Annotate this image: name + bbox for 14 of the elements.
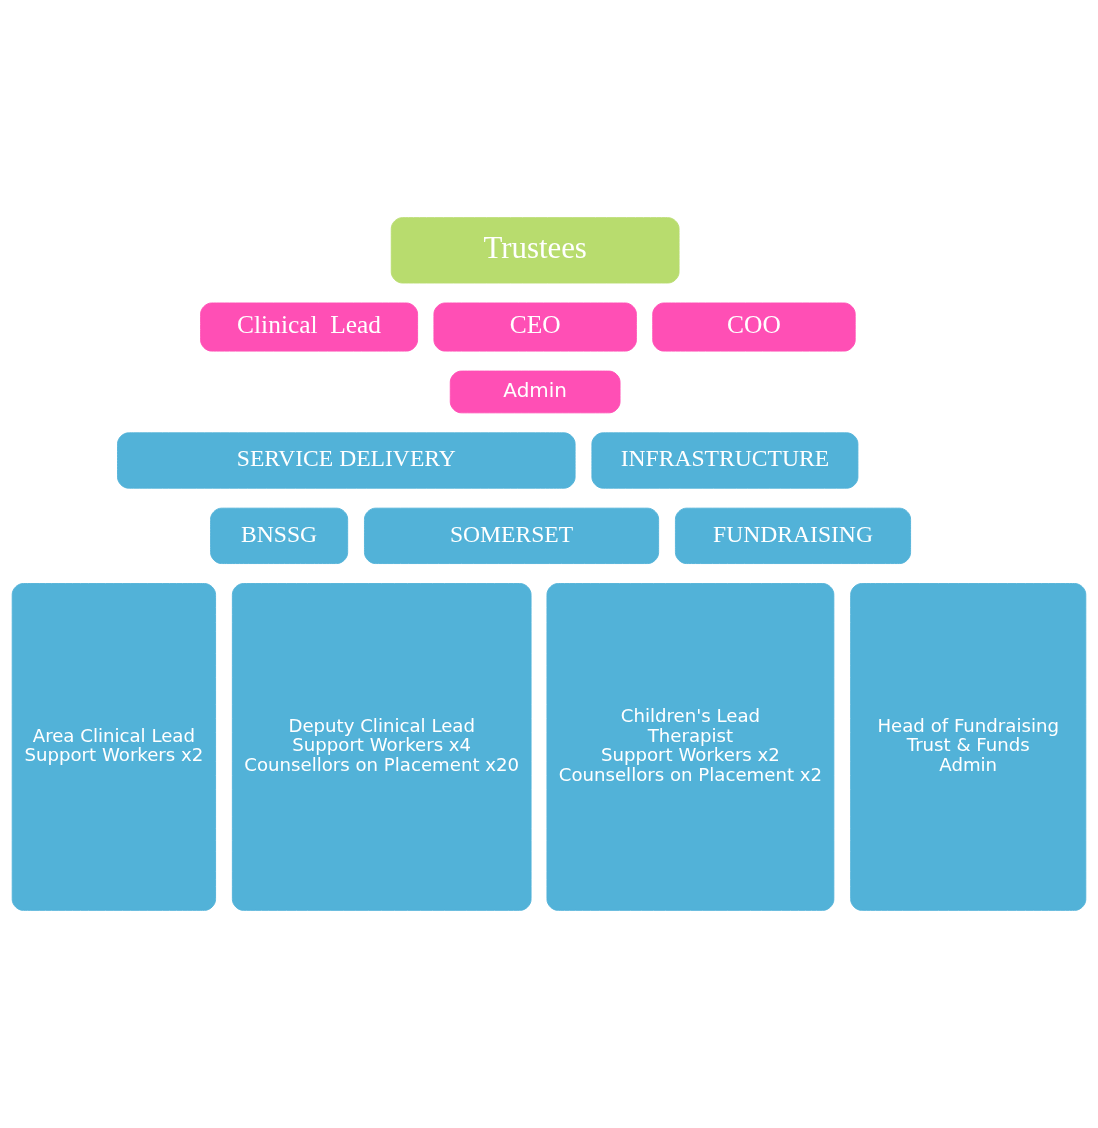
node-box: Clinical Lead	[200, 302, 419, 352]
node-box: BNSSG	[210, 507, 349, 564]
node-box: CEO	[433, 302, 637, 352]
node-box: Head of Fundraising Trust & Funds Admin	[850, 583, 1087, 911]
node-box: Trustees	[390, 217, 680, 284]
node-box: Area Clinical Lead Support Workers x2	[11, 583, 217, 911]
node-box: FUNDRAISING	[674, 507, 912, 564]
node-box: Deputy Clinical Lead Support Workers x4 Counsellors on Placement x20	[231, 583, 532, 911]
node-box: INFRASTRUCTURE	[591, 432, 859, 489]
node-box: SOMERSET	[364, 507, 660, 564]
node-box: SERVICE DELIVERY	[117, 432, 576, 489]
node-box: Children's Lead Therapist Support Workers x2 Counsellors on Placement x2	[546, 583, 835, 911]
node-box: Admin	[449, 370, 621, 414]
node-box: COO	[652, 302, 856, 352]
